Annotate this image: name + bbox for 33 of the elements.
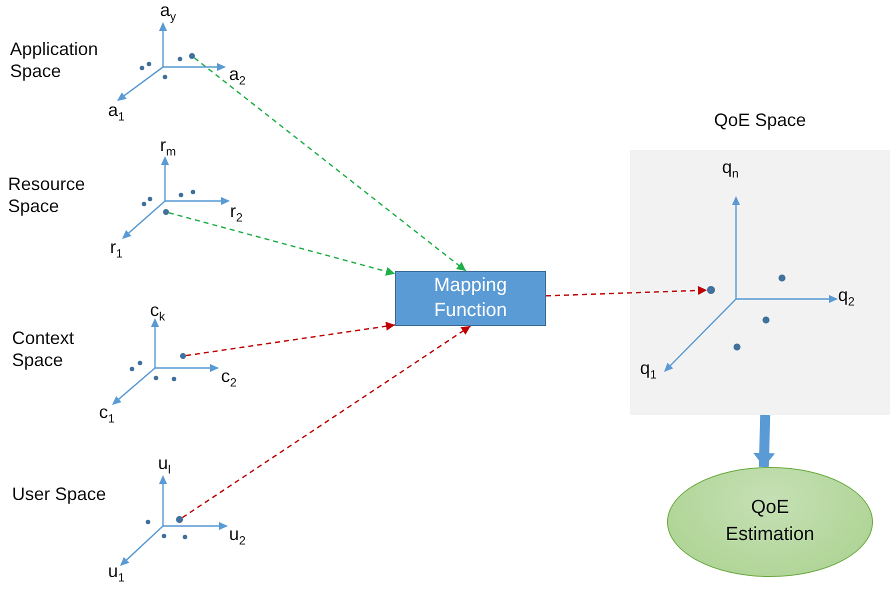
axis-label: u$_{l}$	[158, 453, 171, 477]
axis-label: r$_{1}$	[110, 237, 123, 261]
data-point	[180, 353, 186, 359]
axis-label: r$_{2}$	[230, 201, 243, 225]
axis-label: q$_{n}$	[722, 157, 739, 181]
space-label: User Space	[12, 484, 108, 506]
data-point	[707, 286, 715, 294]
space-label: Context Space	[12, 328, 76, 372]
axis-label: c$_{2}$	[221, 366, 237, 390]
panel-title: QoE Space	[712, 110, 808, 131]
dashed-arrow	[546, 286, 708, 297]
dashed-arrow	[168, 212, 396, 276]
axis-label: a$_{y}$	[160, 0, 176, 24]
axis-label: c$_{k}$	[150, 300, 165, 324]
data-point	[189, 53, 195, 59]
process-box: Mapping Function	[395, 271, 546, 326]
axis-label: c$_{1}$	[99, 402, 115, 426]
axis-label: a$_{2}$	[229, 64, 246, 88]
data-point	[176, 516, 183, 523]
axis-label: q$_{2}$	[838, 285, 855, 309]
space-label: Application Space	[10, 39, 100, 82]
axis-label: q$_{1}$	[640, 358, 657, 382]
axis-label: u$_{1}$	[108, 561, 125, 585]
result-ellipse: QoE Estimation	[667, 467, 873, 577]
data-point	[163, 209, 169, 215]
dashed-arrow	[194, 57, 466, 272]
space-label: Resource Space	[8, 174, 86, 218]
axis-label: u$_{2}$	[229, 524, 246, 548]
axis-label: a$_{1}$	[108, 100, 125, 124]
dashed-arrow	[186, 322, 396, 356]
block-arrow	[753, 414, 776, 468]
axis-label: r$_{m}$	[160, 135, 176, 159]
dashed-arrow	[182, 325, 471, 518]
